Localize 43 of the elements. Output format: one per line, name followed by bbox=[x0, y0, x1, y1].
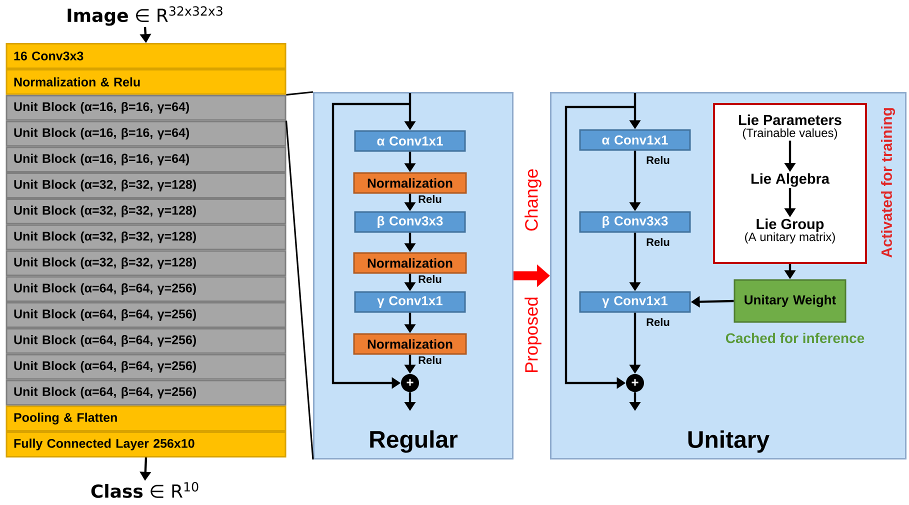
node-label: Activated for training bbox=[880, 108, 896, 258]
change-label: Proposed bbox=[524, 298, 542, 372]
side-label: Relu bbox=[646, 156, 670, 164]
side-label: Cached for inference bbox=[726, 332, 864, 344]
layer-box: 16 Conv3x3 bbox=[6, 43, 286, 69]
conv-box: α Conv1x1 bbox=[579, 129, 691, 151]
side-label: Relu bbox=[418, 274, 442, 284]
layer-box: Unit Block (α=64, β=64, γ=256) bbox=[6, 380, 286, 406]
math-label: Lie Group (A unitary matrix) bbox=[745, 218, 835, 244]
layer-box: Unit Block (α=16, β=16, γ=64) bbox=[6, 146, 286, 173]
weight-box: Unitary Weight bbox=[734, 279, 846, 323]
layer-box: Unit Block (α=64, β=64, γ=256) bbox=[6, 328, 286, 354]
side-label: Relu bbox=[646, 318, 670, 326]
side-label: Relu bbox=[418, 194, 442, 204]
conv-box: γ Conv1x1 bbox=[354, 291, 466, 313]
layer-box: Unit Block (α=32, β=32, γ=128) bbox=[6, 224, 286, 250]
layer-box: Unit Block (α=64, β=64, γ=256) bbox=[6, 302, 286, 328]
side-label: Relu bbox=[418, 356, 442, 364]
zoom-line bbox=[286, 91, 314, 96]
layer-box: Unit Block (α=32, β=32, γ=128) bbox=[6, 198, 286, 224]
conv-box: β Conv3x3 bbox=[354, 211, 466, 233]
layer-box: Unit Block (α=32, β=32, γ=128) bbox=[6, 172, 286, 198]
io-label: Image ∈ R$^{32x32x3}$ bbox=[68, 6, 222, 26]
conv-box: β Conv3x3 bbox=[579, 211, 691, 233]
conv-box: α Conv1x1 bbox=[354, 130, 466, 152]
layer-box: Normalization & Relu bbox=[6, 68, 286, 95]
layer-box: Unit Block (α=16, β=16, γ=64) bbox=[6, 120, 286, 147]
layer-box: Unit Block (α=32, β=32, γ=128) bbox=[6, 250, 286, 276]
io-label: Class ∈ R$^{10}$ bbox=[91, 482, 198, 498]
layer-box: Fully Connected Layer 256x10 bbox=[6, 432, 286, 458]
zoom-line bbox=[285, 120, 314, 460]
layer-box: Unit Block (α=64, β=64, γ=256) bbox=[6, 354, 286, 380]
side-label: Relu bbox=[646, 238, 670, 246]
layer-box: Pooling & Flatten bbox=[6, 406, 286, 432]
math-label: Lie Parameters (Trainable values) bbox=[739, 114, 842, 140]
norm-box: Normalization bbox=[353, 333, 467, 355]
change-label: Change bbox=[524, 169, 542, 231]
conv-box: γ Conv1x1 bbox=[579, 291, 691, 313]
norm-box: Normalization bbox=[353, 252, 467, 274]
norm-box: Normalization bbox=[353, 172, 467, 194]
layer-box: Unit Block (α=64, β=64, γ=256) bbox=[6, 276, 286, 302]
math-label: Lie Algebra bbox=[752, 173, 830, 187]
layer-box: Unit Block (α=16, β=16, γ=64) bbox=[6, 94, 286, 121]
